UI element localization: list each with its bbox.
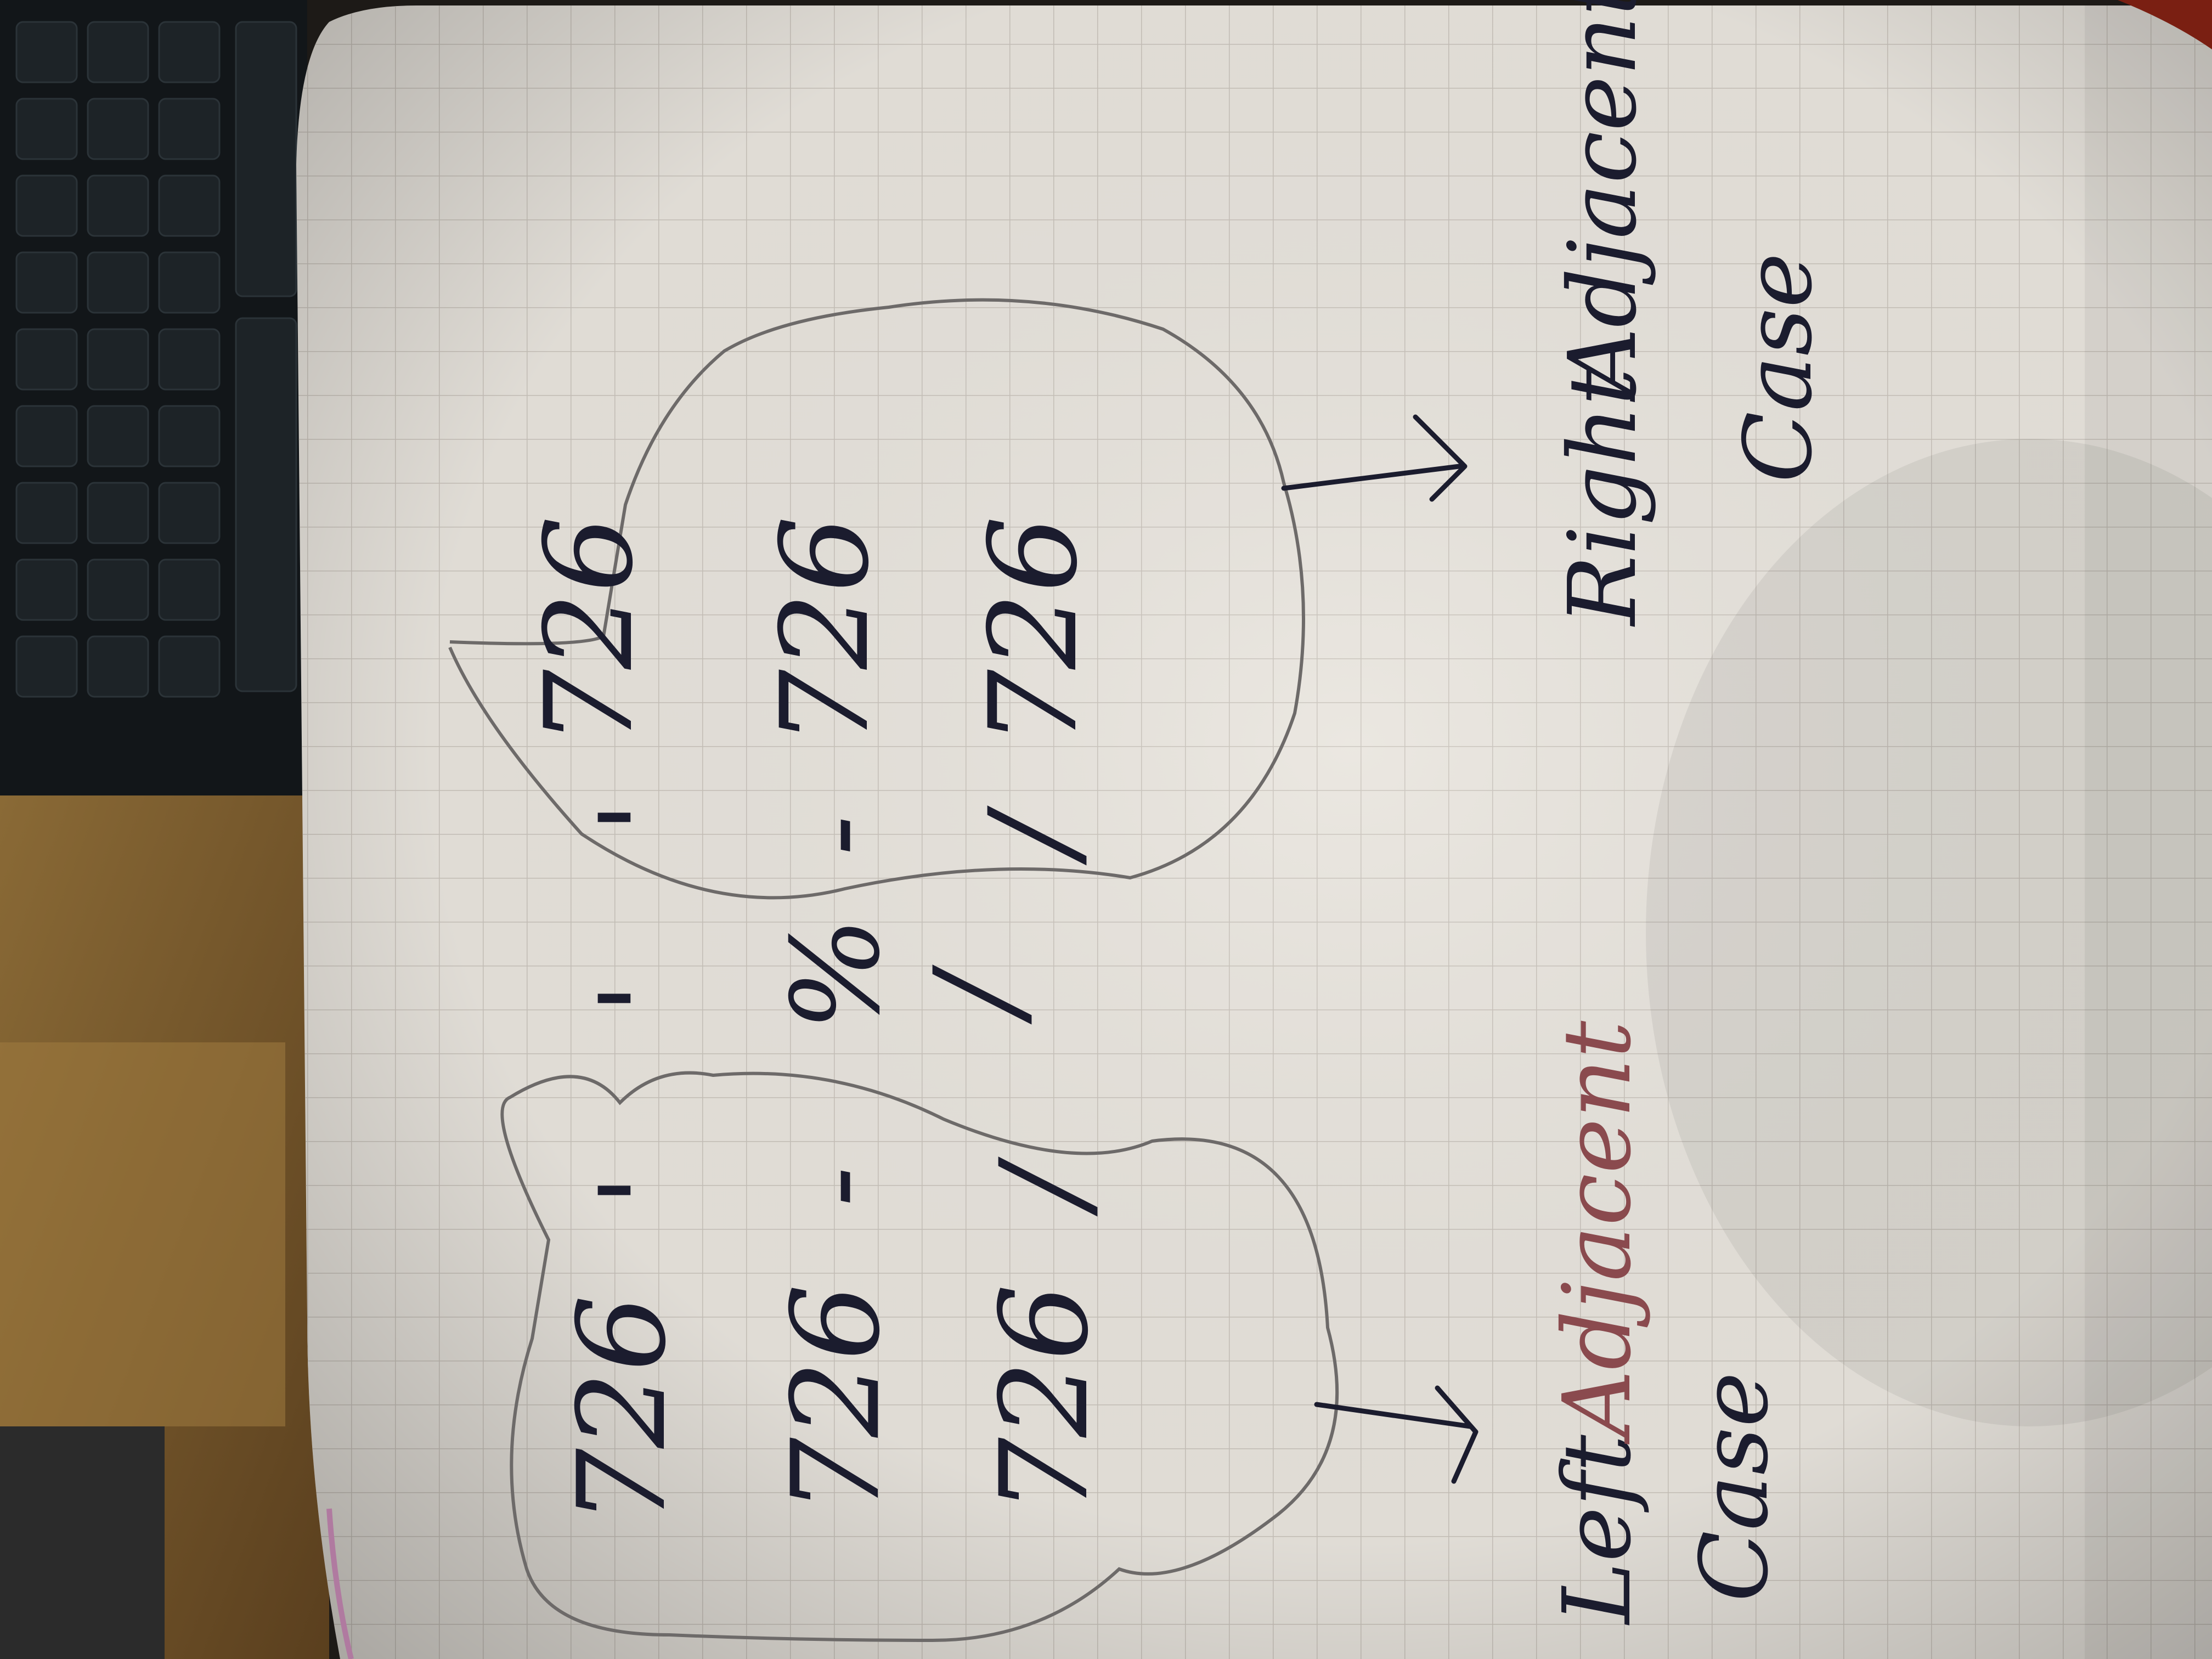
right-number-2: 726 — [755, 516, 895, 746]
notebook-page — [296, 0, 2212, 1659]
right-label-word2: Adjacent — [1549, 0, 1657, 402]
right-number-1: 726 — [519, 516, 659, 746]
right-label-word1: Right — [1549, 368, 1657, 627]
right-label-word3: Case — [1724, 253, 1833, 483]
left-mark-2: - — [766, 1166, 906, 1207]
labels: Left Adjacent Case Right Adjacent Case — [1543, 0, 1833, 1626]
keyboard — [0, 0, 307, 795]
left-mark-3: / — [974, 1156, 1115, 1217]
left-label-word3: Case — [1680, 1372, 1789, 1602]
left-label-word1: Left — [1543, 1435, 1652, 1626]
right-mark-3: / — [963, 805, 1104, 866]
operator-top-mark: ' — [574, 982, 714, 1015]
left-number-1: 726 — [552, 1295, 692, 1525]
right-cluster: ' - / 726 726 726 — [519, 516, 1104, 866]
operator: ' % / — [574, 917, 1049, 1031]
operator-bottom-mark: / — [909, 964, 1049, 1025]
left-cluster: 726 726 726 ' - / — [552, 1156, 1115, 1525]
right-mark-2: - — [766, 815, 906, 856]
left-number-2: 726 — [766, 1284, 906, 1514]
left-circle — [500, 1071, 1339, 1643]
right-arrow — [1281, 414, 1468, 502]
right-number-3: 726 — [963, 516, 1104, 746]
left-arrow — [1314, 1385, 1479, 1484]
operator-symbol: % — [766, 917, 906, 1031]
right-mark-1: ' — [574, 801, 714, 834]
left-number-3: 726 — [974, 1284, 1115, 1514]
right-circle — [448, 298, 1305, 900]
left-label-word2: Adjacent — [1543, 1020, 1652, 1444]
left-mark-1: ' — [574, 1174, 714, 1207]
